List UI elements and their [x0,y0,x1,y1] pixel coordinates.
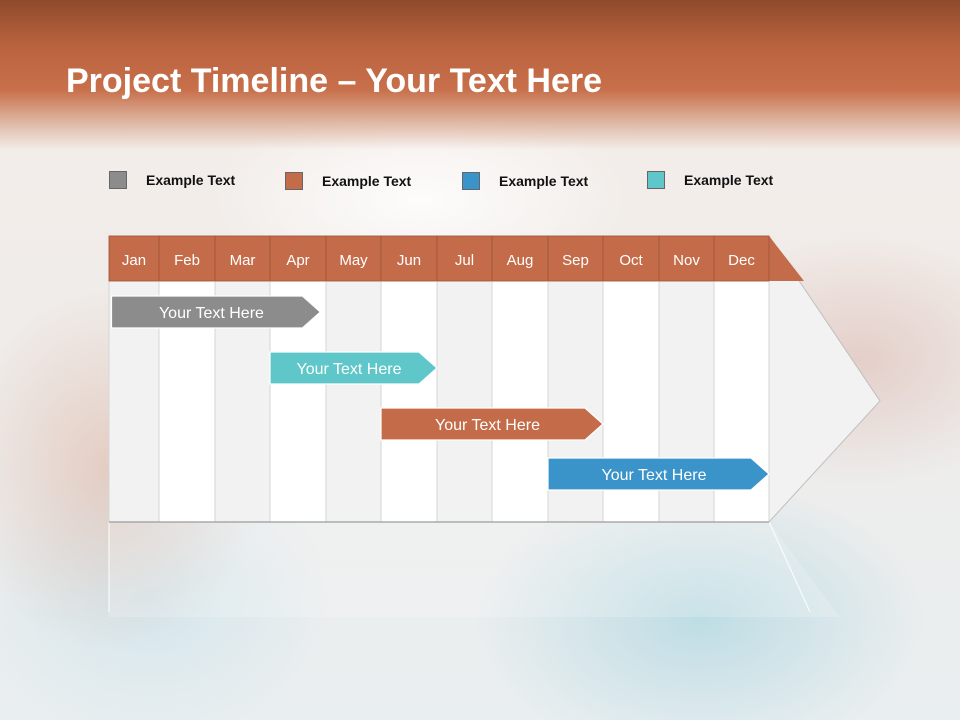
month-label-aug: Aug [507,252,534,269]
arrow-reflection [109,522,840,617]
month-label-oct: Oct [619,252,643,269]
slide-title-bold: Project Timeline [66,62,329,100]
month-header-feb [158,235,216,282]
task-bar-1 [110,295,322,329]
task-label-1: Your Text Here [159,305,264,322]
month-label-mar: Mar [230,252,256,269]
month-column-jul [436,280,493,523]
legend-swatch-4 [647,171,665,189]
month-label-nov: Nov [673,252,700,269]
legend-label-3: Example Text [499,173,589,189]
legend-swatch-3 [462,172,480,190]
month-header-sep [547,235,604,282]
month-header-aug [491,235,549,282]
legend-label-4: Example Text [684,172,774,188]
task-label-2: Your Text Here [297,361,402,378]
month-label-jul: Jul [455,252,474,269]
month-label-dec: Dec [728,252,755,269]
legend-label-1: Example Text [146,172,236,188]
month-label-sep: Sep [562,252,589,269]
timeline-arrow-head-header [769,236,804,281]
slide-title: Project Timeline – Your Text Here [66,58,602,104]
legend-swatch-1 [109,171,127,189]
month-label-apr: Apr [286,252,309,269]
legend-swatch-2 [285,172,303,190]
month-header-nov [658,235,715,282]
month-label-jun: Jun [397,252,421,269]
month-header-dec [713,235,770,282]
month-label-may: May [339,252,368,269]
month-column-aug [491,280,549,523]
month-label-jan: Jan [122,252,146,269]
legend-label-2: Example Text [322,173,412,189]
task-bar-2 [269,351,438,385]
month-column-may [325,280,382,523]
task-bar-4 [547,457,770,491]
month-header-mar [214,235,271,282]
month-column-jun [380,280,438,523]
header-band [0,0,960,150]
month-header-jul [436,235,493,282]
slide-title-rest: – Your Text Here [328,62,603,100]
month-header-jan [108,235,160,282]
task-bar-3 [380,407,604,441]
task-label-4: Your Text Here [602,467,707,484]
month-label-feb: Feb [174,252,200,269]
task-label-3: Your Text Here [435,417,540,434]
